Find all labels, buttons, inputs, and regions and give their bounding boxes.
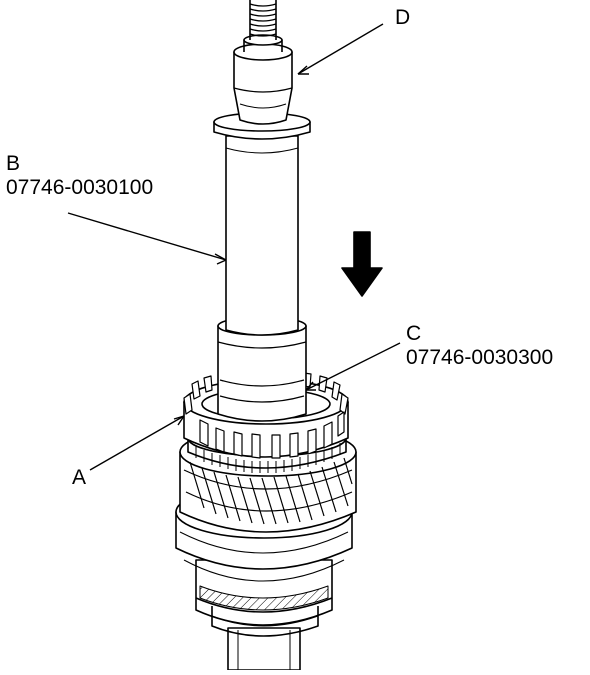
label-c-part-number: 07746-0030300	[406, 346, 554, 369]
leader-a	[89, 415, 185, 471]
label-b-part-number: 07746-0030100	[6, 176, 154, 199]
threaded-rod	[249, 0, 277, 40]
leader-d	[297, 23, 384, 75]
leader-b	[67, 212, 227, 261]
label-b-letter: B	[6, 152, 21, 175]
label-d-letter: D	[395, 6, 411, 29]
attachment-d	[233, 34, 293, 125]
leader-lines	[67, 23, 401, 471]
arrow-down-icon	[341, 231, 383, 297]
leader-c	[305, 342, 401, 391]
tool-b-bar	[213, 112, 311, 336]
bearing	[195, 559, 333, 637]
label-c-letter: C	[406, 322, 422, 345]
label-a-letter: A	[72, 466, 87, 489]
